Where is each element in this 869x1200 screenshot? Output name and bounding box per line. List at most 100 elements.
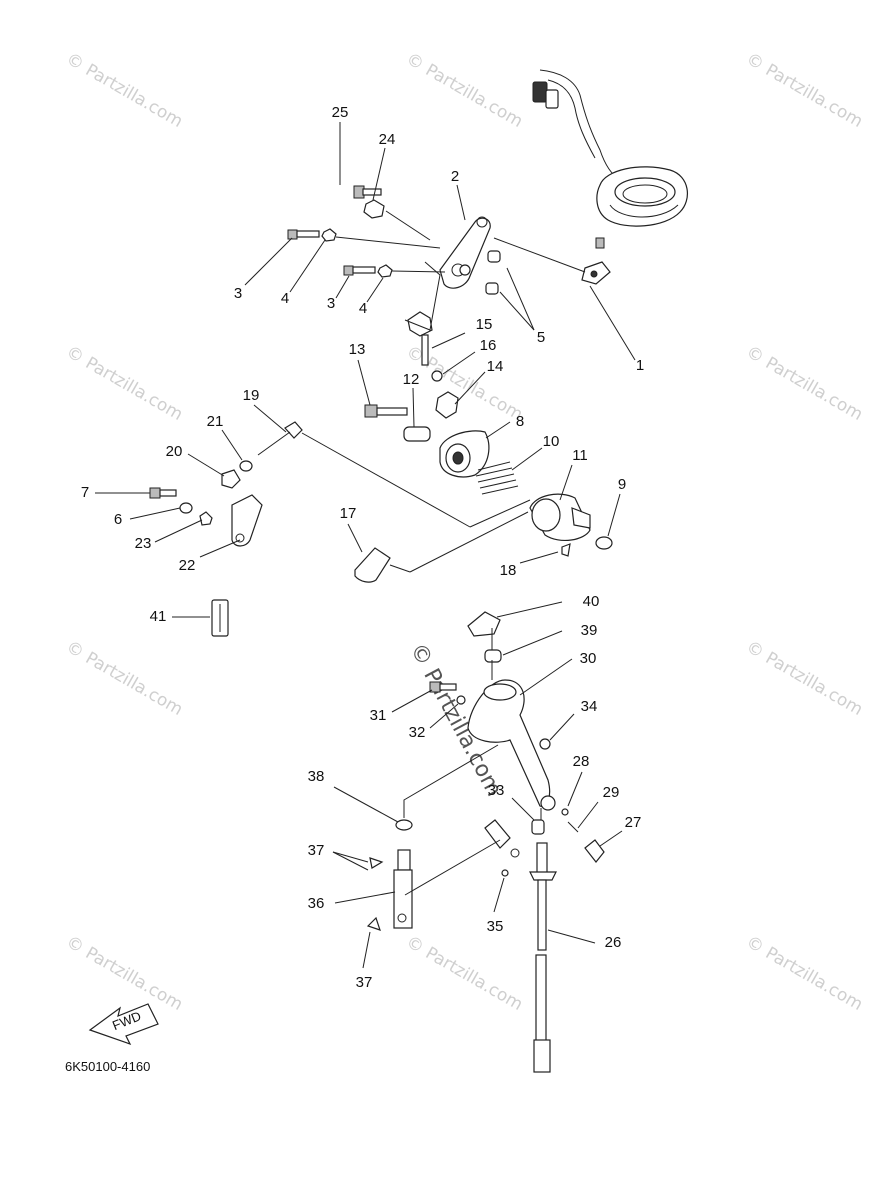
watermark-text: © Partzilla.com: [743, 637, 867, 720]
part-10-spring: [475, 461, 519, 495]
part-13-bolt: [364, 404, 408, 418]
callout-22: 22: [179, 557, 196, 574]
callout-24: 24: [379, 131, 396, 148]
part-26-shift-rod: [529, 842, 557, 1073]
callout-30: 30: [580, 650, 597, 667]
part-41-clip: [211, 599, 229, 637]
callout-9: 9: [618, 476, 626, 493]
callout-29: 29: [603, 784, 620, 801]
fwd-arrow-icon: FWD: [88, 1003, 159, 1046]
callout-26: 26: [605, 934, 622, 951]
part-22-lever: [231, 494, 263, 547]
part-38-washer: [395, 819, 413, 831]
part-32-washer: [456, 695, 466, 705]
part-16-nut: [431, 370, 443, 382]
part-15-rod-end: [407, 311, 433, 366]
callout-4: 4: [359, 300, 367, 317]
callout-16: 16: [480, 337, 497, 354]
watermark-text: © Partzilla.com: [743, 49, 867, 132]
watermark-text: © Partzilla.com: [403, 49, 527, 132]
part-29-spring: [567, 821, 579, 833]
part-1-harness-assembly: [532, 69, 688, 285]
callout-39: 39: [581, 622, 598, 639]
callout-8: 8: [516, 413, 524, 430]
part-37-clip: [366, 916, 381, 931]
callout-13: 13: [349, 341, 366, 358]
callout-21: 21: [207, 413, 224, 430]
callout-3: 3: [327, 295, 335, 312]
callout-19: 19: [243, 387, 260, 404]
callout-28: 28: [573, 753, 590, 770]
part-39-collar: [484, 649, 502, 663]
part-21-nut: [239, 460, 253, 472]
diagram-code: 6K50100-4160: [65, 1059, 150, 1074]
callout-17: 17: [340, 505, 357, 522]
part-28-ball: [561, 808, 569, 816]
part-2-lever: [439, 216, 491, 289]
part-30-shift-lever: [467, 679, 556, 811]
callout-6: 6: [114, 511, 122, 528]
part-12-spacer: [403, 426, 431, 442]
callout-27: 27: [625, 814, 642, 831]
callout-labels: 25 24 2 1 3 4 3 4 5 15 16 14 13 12 8 10 …: [81, 104, 644, 991]
callout-11: 11: [572, 447, 588, 464]
watermark-text: © Partzilla.com: [403, 342, 527, 425]
part-4-nut: [377, 264, 393, 278]
callout-37: 37: [308, 842, 325, 859]
part-3-bolt: [287, 229, 320, 240]
callout-31: 31: [370, 707, 387, 724]
callout-25: 25: [332, 104, 349, 121]
callout-41: 41: [150, 608, 167, 625]
watermark-text: © Partzilla.com: [63, 49, 187, 132]
part-34-bushing: [539, 738, 551, 750]
callout-37: 37: [356, 974, 373, 991]
part-23-nut: [199, 511, 213, 526]
callout-7: 7: [81, 484, 89, 501]
callout-12: 12: [403, 371, 420, 388]
callout-35: 35: [487, 918, 504, 935]
part-20-joint: [221, 469, 241, 489]
callout-40: 40: [583, 593, 600, 610]
callout-32: 32: [409, 724, 426, 741]
part-33-bushing: [531, 819, 545, 835]
part-24-collar: [363, 199, 385, 219]
watermark-text: © Partzilla.com: [63, 932, 187, 1015]
callout-20: 20: [166, 443, 183, 460]
part-40-joint: [467, 611, 501, 637]
watermark-text: © Partzilla.com: [63, 342, 187, 425]
part-5-collar: [487, 250, 501, 263]
callout-2: 2: [451, 168, 459, 185]
callout-23: 23: [135, 535, 152, 552]
part-3-bolt: [343, 265, 376, 276]
callout-3: 3: [234, 285, 242, 302]
part-4-nut: [321, 228, 337, 242]
part-8-cam: [439, 430, 490, 478]
part-19-rod: [257, 421, 303, 456]
part-17-joint: [354, 547, 391, 583]
leader-lines: [95, 122, 636, 969]
part-25-bolt: [353, 185, 382, 199]
part-6-collar: [179, 502, 193, 514]
callout-18: 18: [500, 562, 517, 579]
part-7-bolt: [149, 487, 177, 499]
part-9-washer: [595, 536, 613, 550]
part-37-clip: [369, 857, 384, 869]
watermarks: © Partzilla.com © Partzilla.com © Partzi…: [63, 49, 867, 1015]
watermark-text: © Partzilla.com: [743, 932, 867, 1015]
callout-38: 38: [308, 768, 325, 785]
callout-1: 1: [636, 357, 644, 374]
callout-10: 10: [543, 433, 560, 450]
callout-14: 14: [487, 358, 504, 375]
part-14-rod-end: [435, 391, 459, 419]
callout-4: 4: [281, 290, 289, 307]
shift-bracket: [484, 819, 520, 858]
part-11-drum: [529, 493, 591, 542]
part-27-plug: [584, 839, 605, 863]
part-18-pin: [561, 543, 571, 557]
part-36-rod: [393, 849, 413, 929]
part-31-bolt: [429, 681, 457, 693]
watermark-text: © Partzilla.com: [403, 932, 527, 1015]
watermark-text: © Partzilla.com: [63, 637, 187, 720]
callout-15: 15: [476, 316, 493, 333]
